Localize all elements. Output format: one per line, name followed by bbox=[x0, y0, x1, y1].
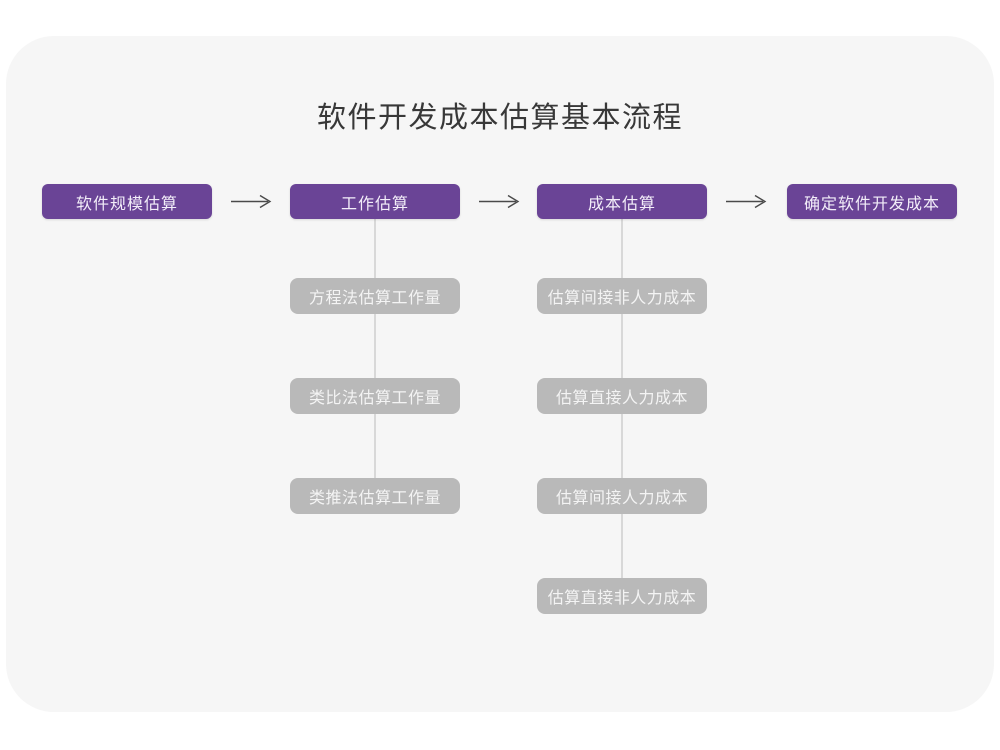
stage-node-cost-estimation: 成本估算 bbox=[537, 184, 707, 219]
arrow-right-icon bbox=[231, 194, 272, 209]
sub-node-indirect-non-labor-cost: 估算间接非人力成本 bbox=[537, 278, 707, 314]
sub-node-analogy-method: 类比法估算工作量 bbox=[290, 378, 460, 414]
sub-node-direct-labor-cost: 估算直接人力成本 bbox=[537, 378, 707, 414]
diagram-title: 软件开发成本估算基本流程 bbox=[316, 102, 683, 134]
sub-node-equation-method: 方程法估算工作量 bbox=[290, 278, 460, 314]
connector-line-effort-column bbox=[374, 219, 376, 499]
arrow-right-icon bbox=[479, 194, 520, 209]
stage-node-final-cost: 确定软件开发成本 bbox=[787, 184, 957, 219]
sub-node-direct-non-labor-cost: 估算直接非人力成本 bbox=[537, 578, 707, 614]
flowchart-card: 软件开发成本估算基本流程 软件规模估算 工作估算 成本估算 确定软件开发成本 方… bbox=[6, 36, 994, 712]
arrow-right-icon bbox=[726, 194, 767, 209]
sub-node-indirect-labor-cost: 估算间接人力成本 bbox=[537, 478, 707, 514]
stage-node-effort-estimation: 工作估算 bbox=[290, 184, 460, 219]
stage-node-size-estimation: 软件规模估算 bbox=[42, 184, 212, 219]
sub-node-extrapolation-method: 类推法估算工作量 bbox=[290, 478, 460, 514]
